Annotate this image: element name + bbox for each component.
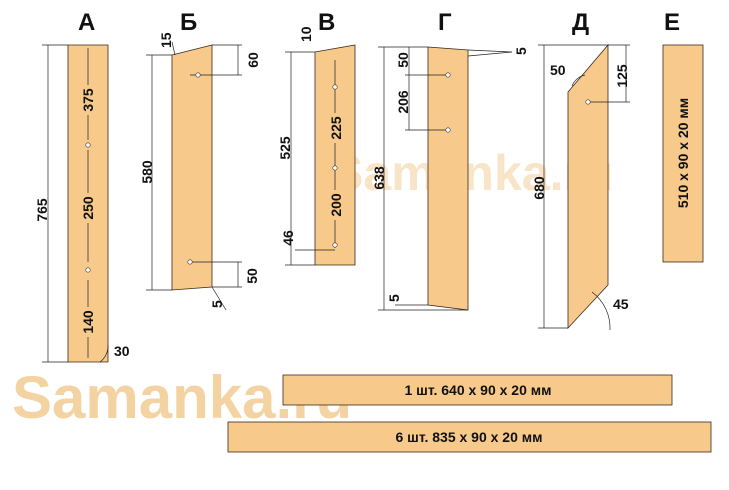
part-d-hole [585, 99, 591, 105]
part-b-dim-top: 15 [158, 32, 174, 48]
plank-2-label: 6 шт. 835 x 90 x 20 мм [396, 429, 543, 445]
part-d-angle-bottom: 45 [613, 296, 629, 312]
part-g-dim-bottom: 5 [386, 294, 402, 302]
part-d-dim-hole: 125 [614, 64, 630, 88]
part-a: А 765 375 250 140 30 [34, 9, 130, 363]
part-b-letter: Б [180, 9, 197, 36]
plank-1-board [282, 374, 673, 406]
part-g-dim-2: 206 [395, 90, 411, 114]
part-g-hole [445, 72, 451, 78]
part-b-dim-hole-top: 60 [245, 52, 261, 68]
part-g: Г 638 50 206 5 5 [371, 9, 529, 311]
part-b-hole [195, 72, 201, 78]
part-g-dim-top: 5 [513, 47, 529, 55]
part-d: Д 680 50 125 45 [531, 9, 630, 331]
part-a-hole [85, 142, 91, 148]
part-a-angle: 30 [114, 343, 130, 359]
part-v-dim-top: 10 [298, 26, 314, 42]
part-v-hole [332, 84, 338, 90]
part-v-length: 525 [277, 136, 293, 160]
part-b-board [171, 44, 213, 291]
part-a-hole [85, 267, 91, 273]
part-b: Б 580 15 60 50 5 [139, 9, 261, 311]
plank-2-board [227, 421, 712, 453]
part-g-dim-1: 50 [395, 52, 411, 68]
part-e-board [662, 44, 704, 263]
part-e-letter: Е [664, 9, 680, 36]
part-e-label: 510 x 90 x 20 мм [675, 98, 691, 208]
part-d-board [567, 43, 609, 330]
part-a-dim-2: 250 [80, 196, 96, 220]
part-b-hole [187, 259, 193, 265]
part-a-length: 765 [34, 198, 50, 222]
part-a-letter: А [78, 9, 95, 36]
part-v-dim-1: 225 [328, 116, 344, 140]
part-v-letter: В [318, 9, 335, 36]
part-b-length: 580 [139, 160, 155, 184]
part-g-hole [445, 127, 451, 133]
part-b-dim-bottom: 5 [209, 300, 225, 308]
part-v-hole [332, 242, 338, 248]
part-e: Е 510 x 90 x 20 мм [662, 9, 704, 263]
part-v-hole [332, 165, 338, 171]
part-g-length: 638 [371, 166, 387, 190]
plank-1-label: 1 шт. 640 x 90 x 20 мм [405, 382, 552, 398]
part-a-dim-1: 375 [80, 88, 96, 112]
plank-2: 6 шт. 835 x 90 x 20 мм [227, 421, 712, 453]
part-a-dim-3: 140 [80, 310, 96, 334]
part-v-dim-3: 46 [280, 230, 296, 246]
part-g-board [427, 46, 469, 311]
part-v: В 525 10 225 200 46 [277, 9, 356, 266]
part-v-dim-2: 200 [328, 193, 344, 217]
part-d-angle-top: 50 [550, 62, 566, 78]
part-d-letter: Д [572, 9, 589, 36]
part-b-dim-hole-bottom: 50 [244, 268, 260, 284]
part-g-letter: Г [438, 9, 452, 36]
part-d-length: 680 [531, 176, 547, 200]
plank-1: 1 шт. 640 x 90 x 20 мм [282, 374, 673, 406]
watermark-center: Samanka.ru [330, 145, 613, 201]
